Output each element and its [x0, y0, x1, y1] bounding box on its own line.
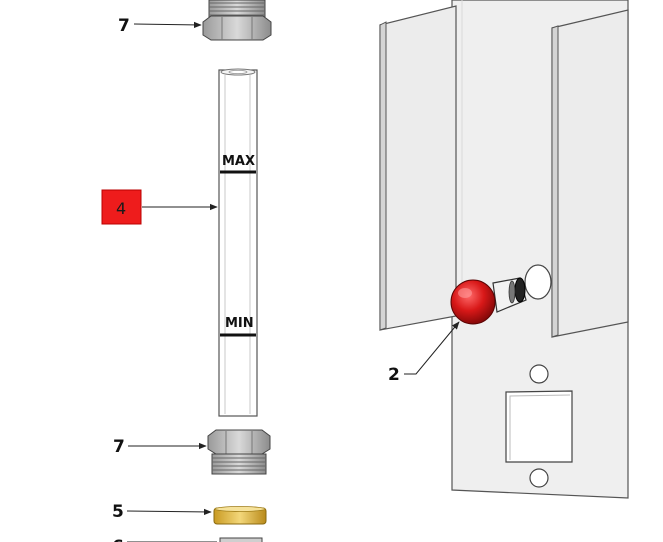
partial-bottom-part [219, 537, 263, 542]
callout-label-bottom-partial: 6 [112, 537, 124, 542]
callout-highlight-sight-tube: 4 [101, 189, 142, 225]
brass-washer [213, 506, 267, 525]
panel-hole-upper [529, 364, 549, 384]
panel-lamp-hole [524, 264, 552, 300]
callout-arrow-washer [126, 508, 212, 516]
callout-arrow-lamp [404, 321, 460, 375]
bottom-hex-nut [207, 429, 271, 475]
callout-arrow-top-nut [133, 21, 202, 29]
max-label: MAX [222, 154, 255, 169]
callout-label-sight-tube: 4 [116, 199, 126, 218]
panel-hole-lower [529, 468, 549, 488]
indicator-lamp [450, 277, 527, 325]
top-hex-nut [202, 0, 272, 41]
panel-square-cutout [505, 390, 573, 463]
callout-label-top-nut: 7 [118, 16, 130, 36]
sight-tube [218, 68, 258, 417]
callout-label-washer: 5 [112, 502, 124, 522]
callout-label-bottom-nut: 7 [113, 437, 125, 457]
mounting-panel [379, 0, 629, 499]
callout-label-lamp: 2 [388, 365, 400, 385]
min-label: MIN [225, 316, 254, 331]
